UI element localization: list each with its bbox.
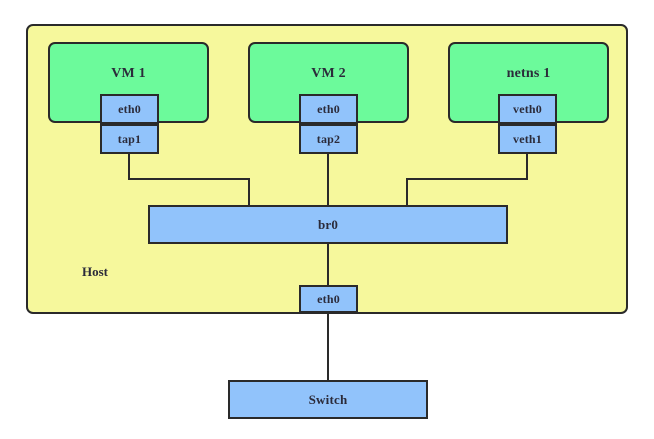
edge-veth1-across [406,178,528,180]
external-switch: Switch [228,380,428,419]
guest-title-vm-2: VM 2 [311,66,346,81]
interface-host-tap2: tap2 [299,124,358,154]
interface-host-tap1: tap1 [100,124,159,154]
interface-label: eth0 [118,101,141,116]
interface-label: tap1 [117,131,142,146]
edge-tap1-down [128,154,130,178]
switch-label: Switch [308,391,348,407]
interface-host-veth1: veth1 [498,124,557,154]
interface-label: veth0 [513,101,542,116]
interface-label: eth0 [317,101,340,116]
guest-title-netns-1: netns 1 [506,66,551,81]
edge-tap1-into-bridge [248,178,250,207]
edge-uplink-to-switch [327,313,329,381]
host-label: Host [82,264,108,279]
edge-tap2-into-bridge [327,154,329,207]
interface-vm-2-eth0: eth0 [299,94,358,124]
bridge-label: br0 [317,216,339,232]
edge-tap1-across [128,178,250,180]
interface-netns-1-veth0: veth0 [498,94,557,124]
edge-veth1-into-bridge [406,178,408,207]
interface-host-eth0: eth0 [299,285,358,313]
interface-vm-1-eth0: eth0 [100,94,159,124]
guest-title-vm-1: VM 1 [111,66,146,81]
bridge-br0: br0 [148,205,508,244]
edge-veth1-down [526,154,528,178]
edge-bridge-to-uplink [327,244,329,285]
interface-label: eth0 [317,291,340,306]
interface-label: veth1 [513,131,542,146]
interface-label: tap2 [316,131,341,146]
